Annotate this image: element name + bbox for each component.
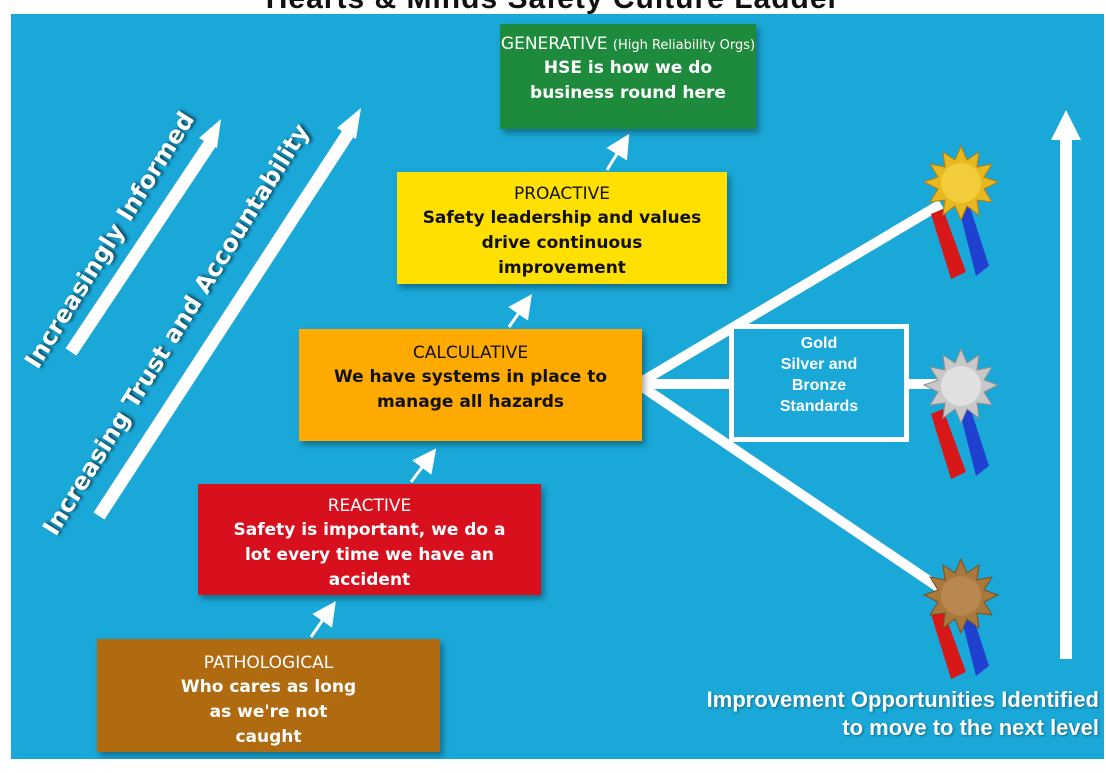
standards-line-1: Gold [800, 335, 838, 352]
trust-arrow-head [337, 108, 361, 139]
silver-medal-icon [922, 347, 1000, 479]
standards-line-4: Standards [779, 398, 859, 415]
step-arrow-4 [605, 133, 630, 171]
level-proactive-name: PROACTIVE [513, 184, 611, 204]
level-pathological-name: PATHOLOGICAL [203, 653, 334, 673]
improvement-line-2: to move to the next level [842, 715, 1099, 740]
improvement-line-1: Improvement Opportunities Identified [706, 687, 1099, 712]
fan-line-gold [638, 199, 944, 387]
fan-line-bronze [638, 381, 944, 594]
level-reactive-name: REACTIVE [327, 496, 412, 516]
standards-box: Gold Silver and Bronze Standards [729, 324, 909, 442]
diagram-canvas: Increasingly Informed Increasing Trust a… [11, 14, 1104, 759]
level-calculative-name: CALCULATIVE [412, 343, 529, 363]
level-generative-description: HSE is how we do business round here [530, 58, 726, 103]
level-calculative-description: We have systems in place to manage all h… [333, 367, 608, 412]
step-arrow-2 [409, 448, 437, 483]
level-proactive-description: Safety leadership and values drive conti… [422, 208, 702, 278]
bronze-medal-icon [922, 557, 1000, 679]
level-pathological-description: Who cares as long as we're not caught [180, 677, 357, 747]
level-reactive-description: Safety is important, we do a lot every t… [233, 520, 506, 590]
level-reactive-box: REACTIVE Safety is important, we do a lo… [198, 484, 541, 595]
level-proactive-box: PROACTIVE Safety leadership and values d… [397, 172, 727, 284]
improvement-arrow-head [1051, 110, 1081, 140]
standards-line-3: Bronze [791, 377, 847, 394]
gold-medal-icon [922, 144, 1000, 279]
trust-arrow [93, 128, 355, 520]
level-generative-qualifier: (High Reliability Orgs) [612, 38, 756, 53]
level-generative-name: GENERATIVE [500, 34, 608, 54]
page-title: Hearts & Minds Safety Culture Ladder [0, 0, 1106, 14]
step-arrow-1 [309, 601, 336, 638]
level-generative-box: GENERATIVE (High Reliability Orgs) HSE i… [500, 24, 756, 129]
level-pathological-box: PATHOLOGICAL Who cares as long as we're … [97, 639, 440, 752]
level-calculative-box: CALCULATIVE We have systems in place to … [299, 329, 642, 441]
step-arrow-3 [507, 294, 532, 328]
improvement-caption: Improvement Opportunities Identified to … [591, 686, 1099, 742]
standards-line-2: Silver and [780, 356, 858, 373]
informed-arrow-head [199, 119, 221, 148]
informed-arrow [65, 138, 217, 356]
